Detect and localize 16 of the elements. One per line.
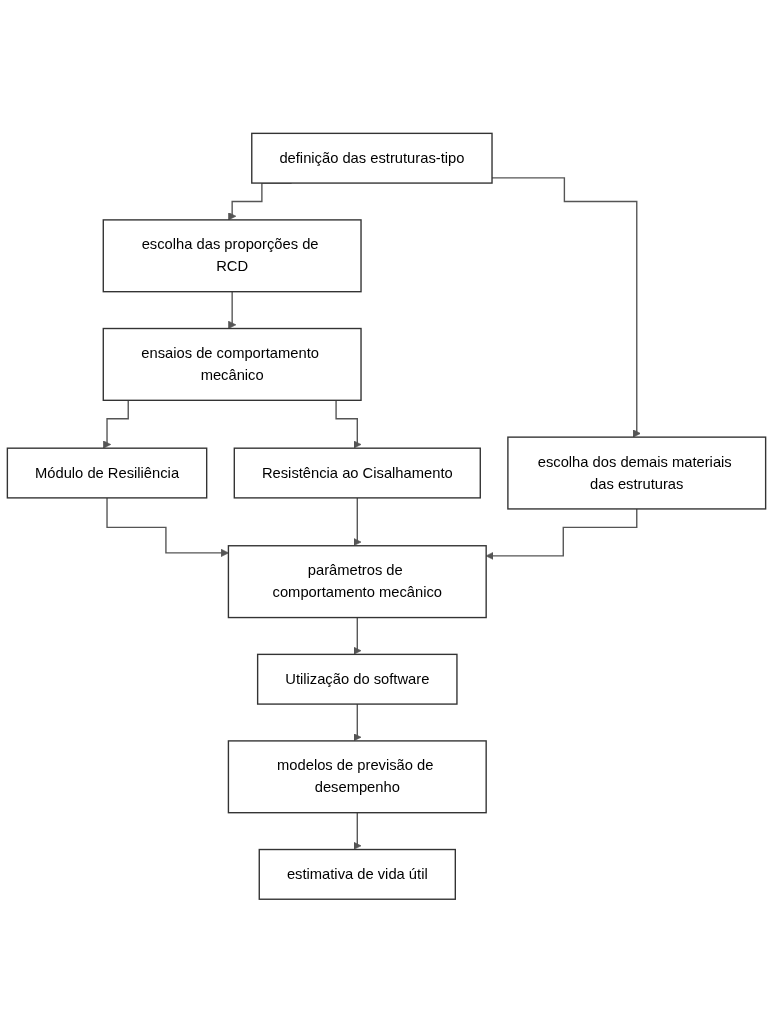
node-box: escolha das proporções de RCD — [102, 218, 362, 293]
node-box: escolha dos demais materiais das estruturas — [507, 436, 767, 510]
node-box: parâmetros de comportamento mecânico — [227, 544, 487, 618]
node-box: modelos de previsão de desempenho — [227, 739, 487, 814]
node-box: estimativa de vida útil — [258, 848, 456, 900]
node-box: ensaios de comportamento mecânico — [102, 327, 362, 401]
arrow — [106, 496, 229, 557]
node-box: Utilização do software — [256, 653, 458, 705]
arrow — [353, 811, 362, 850]
arrow — [353, 703, 362, 741]
node-box: Módulo de Resiliência — [6, 447, 208, 499]
arrow — [353, 496, 362, 546]
arrow — [228, 290, 237, 329]
arrow — [353, 616, 362, 655]
node-box: Resistência ao Cisalhamento — [233, 447, 481, 499]
node-box: definição das estruturas-tipo — [251, 132, 493, 184]
